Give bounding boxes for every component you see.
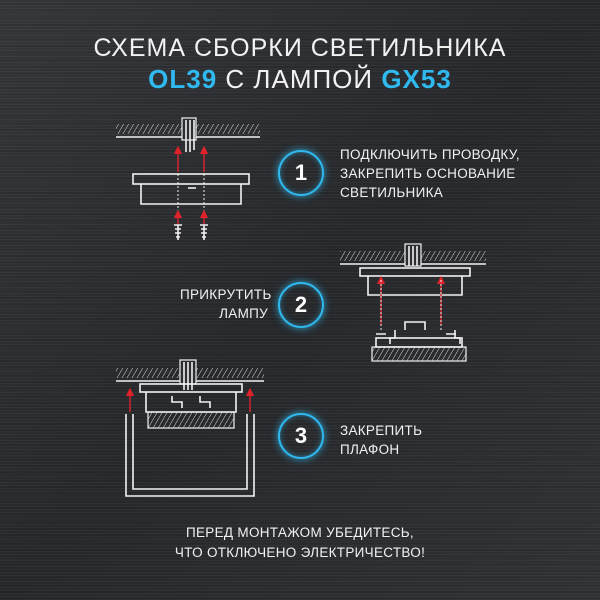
- warning-line-2: ЧТО ОТКЛЮЧЕНО ЭЛЕКТРИЧЕСТВО!: [174, 545, 426, 560]
- model-name: OL39: [148, 64, 218, 94]
- safety-warning: ПЕРЕД МОНТАЖОМ УБЕДИТЕСЬ, ЧТО ОТКЛЮЧЕНО …: [0, 523, 600, 563]
- title-line-2: OL39 С ЛАМПОЙ GX53: [0, 64, 600, 95]
- step-2-line-1: ПРИКРУТИТЬ: [180, 287, 272, 302]
- gx53-lamp: [371, 321, 467, 362]
- lamp-type: GX53: [381, 64, 452, 94]
- title-middle: С ЛАМПОЙ: [225, 64, 374, 94]
- base-installed: [367, 276, 463, 296]
- step-3-badge: 3: [278, 413, 324, 459]
- diffuser-shade: [125, 414, 255, 497]
- base-plate-top: [132, 173, 250, 185]
- screw-left: [173, 209, 183, 240]
- step-2-line-2: ЛАМПУ: [219, 306, 268, 321]
- step-3-text: ЗАКРЕПИТЬ ПЛАФОН: [340, 421, 422, 459]
- step-3-line-1: ЗАКРЕПИТЬ: [340, 423, 423, 438]
- title-line-1: СХЕМА СБОРКИ СВЕТИЛЬНИКА: [93, 34, 507, 62]
- lamp-installed: [147, 411, 235, 429]
- step-2-diagram: [340, 243, 486, 362]
- step-1-line-3: СВЕТИЛЬНИКА: [340, 185, 444, 200]
- step-2-badge: 2: [278, 282, 324, 328]
- step-1-line-1: ПОДКЛЮЧИТЬ ПРОВОДКУ,: [340, 147, 520, 162]
- step-1-diagram: [116, 117, 260, 240]
- step-3-diagram: [116, 359, 264, 497]
- step-1-text: ПОДКЛЮЧИТЬ ПРОВОДКУ, ЗАКРЕПИТЬ ОСНОВАНИЕ…: [340, 145, 520, 202]
- warning-line-1: ПЕРЕД МОНТАЖОМ УБЕДИТЕСЬ,: [186, 525, 414, 540]
- step-3-line-2: ПЛАФОН: [340, 442, 400, 457]
- step-1-line-2: ЗАКРЕПИТЬ ОСНОВАНИЕ: [340, 166, 516, 181]
- base-body: [140, 184, 242, 205]
- step-1-badge: 1: [278, 150, 324, 196]
- screw-right: [199, 209, 209, 240]
- step-2-text: ПРИКРУТИТЬ ЛАМПУ: [180, 285, 272, 323]
